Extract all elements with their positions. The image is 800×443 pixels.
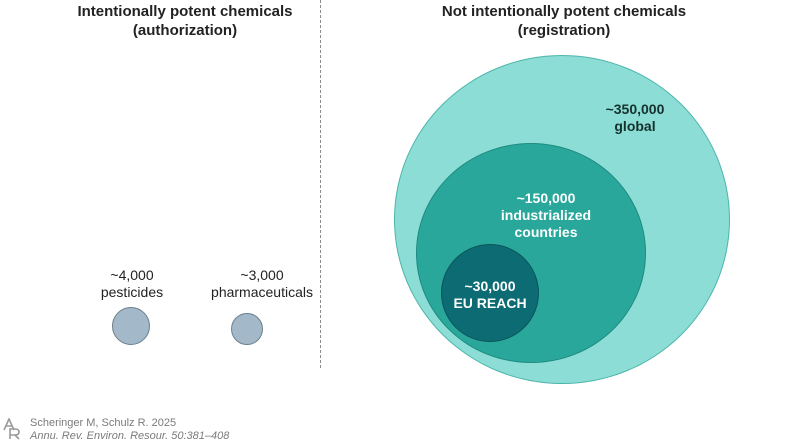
industrialized-circle	[416, 143, 646, 363]
left-title-line2: (authorization)	[132, 22, 238, 39]
pesticides-circle	[112, 307, 150, 345]
right-panel-title: Not intentionally potent chemicals (regi…	[400, 2, 728, 40]
global-label: ~350,000 global	[590, 101, 680, 135]
left-panel-title: Intentionally potent chemicals (authoriz…	[60, 2, 310, 40]
eu-reach-count: ~30,000	[464, 278, 516, 294]
eu-reach-label: ~30,000 EU REACH	[446, 278, 534, 312]
right-title-line2: (registration)	[517, 22, 611, 39]
pharmaceuticals-name: pharmaceuticals	[211, 284, 313, 300]
eu-reach-circle	[441, 244, 539, 342]
pharmaceuticals-circle	[231, 313, 263, 345]
citation-authors: Scheringer M, Schulz R. 2025	[30, 417, 177, 429]
pesticides-name: pesticides	[100, 284, 164, 300]
left-title-line1: Intentionally potent chemicals	[77, 3, 293, 20]
citation-journal: Annu. Rev. Environ. Resour. 50:381–408	[30, 430, 230, 442]
industrialized-label: ~150,000 industrialized countries	[486, 190, 606, 241]
global-count: ~350,000	[605, 101, 665, 117]
global-name: global	[614, 118, 656, 134]
industrialized-count: ~150,000	[516, 190, 576, 206]
pharmaceuticals-label: ~3,000 pharmaceuticals	[197, 267, 327, 301]
pesticides-label: ~4,000 pesticides	[82, 267, 182, 301]
annual-reviews-logo-icon	[3, 418, 20, 440]
eu-reach-name: EU REACH	[453, 295, 527, 311]
industrialized-name-line2: countries	[514, 224, 578, 240]
panel-divider	[320, 0, 321, 368]
right-title-line1: Not intentionally potent chemicals	[441, 3, 687, 20]
pharmaceuticals-count: ~3,000	[240, 267, 284, 283]
industrialized-name-line1: industrialized	[500, 207, 592, 223]
pesticides-count: ~4,000	[110, 267, 154, 283]
citation: Scheringer M, Schulz R. 2025 Annu. Rev. …	[30, 417, 229, 443]
